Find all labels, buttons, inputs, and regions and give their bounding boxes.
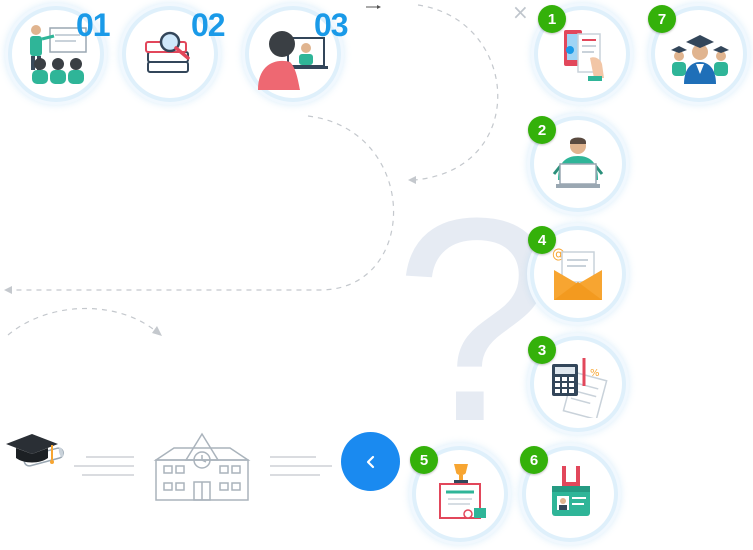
- item-badge: 3: [528, 336, 556, 364]
- school-building-icon: [153, 432, 251, 501]
- laptop-student-icon: [552, 137, 604, 188]
- certificate-icon: [439, 464, 486, 519]
- item-badge: 6: [520, 446, 548, 474]
- chevron-left-icon: [366, 455, 374, 468]
- item-badge: 2: [528, 116, 556, 144]
- svg-text:%: %: [590, 368, 600, 379]
- graduation-cap-diploma-icon: [6, 434, 64, 467]
- step-number: 01: [76, 7, 111, 43]
- question-mark: ?: [394, 158, 556, 482]
- envelope-email-icon: @: [552, 247, 602, 300]
- graduates-icon: [671, 35, 729, 84]
- step-number: 03: [314, 7, 349, 43]
- website-tablet-icon: [564, 30, 604, 81]
- step-ring: [8, 6, 104, 102]
- back-button[interactable]: [341, 432, 400, 491]
- item-badge: 1: [538, 5, 566, 33]
- item-badge: 4: [528, 226, 556, 254]
- id-badge-icon: [552, 466, 590, 516]
- step-number: 02: [191, 7, 226, 43]
- presentation-icon: [30, 25, 87, 84]
- close-button[interactable]: ×: [512, 0, 529, 24]
- magnifier-books-icon: [145, 31, 190, 73]
- item-badge: 5: [410, 446, 438, 474]
- connector-lines-left: [74, 456, 134, 476]
- connector-lines-right: [270, 456, 332, 476]
- calculator-documents-icon: %: [552, 358, 608, 418]
- video-call-icon: [258, 31, 328, 90]
- item-badge: 7: [648, 5, 676, 33]
